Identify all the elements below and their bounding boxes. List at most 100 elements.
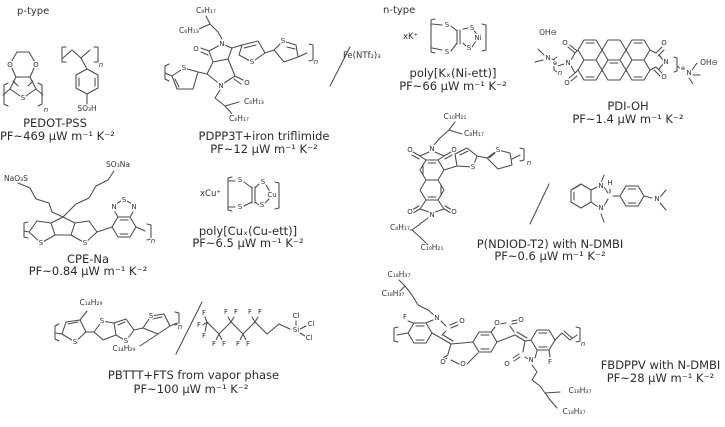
cpe-na-name: CPE-Na bbox=[66, 252, 110, 266]
pbttt-fts-name: PBTTT+FTS from vapor phase bbox=[107, 368, 280, 382]
atom-label: O bbox=[33, 61, 39, 69]
atom-label: O bbox=[459, 317, 465, 325]
atom-label: SO₃Na bbox=[106, 160, 130, 169]
atom-label: O bbox=[407, 208, 413, 216]
atom-label: O bbox=[504, 360, 510, 368]
atom-label: S bbox=[149, 312, 154, 320]
atom-label: SO₃H bbox=[77, 104, 96, 113]
atom-label: F bbox=[548, 358, 552, 366]
atom-label: C₈H₁₇ bbox=[196, 6, 216, 15]
atom-label: C₈H₁₇ bbox=[464, 129, 484, 138]
atom-label: N bbox=[686, 69, 691, 77]
cu-ett-name: poly[Cuₓ(Cu-ett)] bbox=[198, 224, 298, 238]
atom-label: OH⊖ bbox=[539, 28, 557, 37]
atom-label: F bbox=[246, 340, 250, 348]
atom-label: N bbox=[434, 314, 439, 322]
atom-label: Cl bbox=[308, 320, 315, 328]
atom-label: n bbox=[151, 237, 155, 245]
atom-label: n bbox=[527, 159, 531, 167]
atom-label: N bbox=[219, 40, 224, 48]
atom-label: N bbox=[111, 203, 116, 211]
atom-label: O bbox=[7, 61, 13, 69]
pdpp3t-pf: PF~12 μW m⁻¹ K⁻² bbox=[210, 142, 318, 156]
atom-label: S bbox=[470, 24, 475, 32]
atom-label: S bbox=[21, 94, 26, 102]
cu-ett-counterion-label: xCu⁺ bbox=[200, 189, 221, 199]
atom-label: S bbox=[496, 146, 501, 154]
atom-label: N bbox=[565, 59, 570, 67]
atom-label: O bbox=[661, 39, 667, 47]
atom-label: S bbox=[73, 338, 78, 346]
pdpp3t-name: PDPP3T+iron triflimide bbox=[198, 129, 330, 143]
atom-label: N bbox=[654, 195, 659, 203]
atom-label: n bbox=[314, 58, 318, 66]
atom-label: S bbox=[238, 203, 243, 211]
atom-label: C₁₀H₂₁ bbox=[421, 243, 444, 252]
atom-label: Cu bbox=[267, 191, 276, 199]
atom-label: F bbox=[258, 308, 262, 316]
n-type-section-label: n-type bbox=[383, 5, 416, 16]
atom-label: O bbox=[451, 208, 457, 216]
atom-label: ⊕ bbox=[681, 66, 686, 72]
atom-label: F bbox=[234, 308, 238, 316]
atom-label: S bbox=[238, 176, 243, 184]
atom-label: F bbox=[197, 321, 201, 329]
atom-label: O bbox=[451, 146, 457, 154]
atom-label: C₁₈H₃₇ bbox=[569, 386, 592, 395]
atom-label: C₁₄H₂₉ bbox=[80, 298, 103, 307]
atom-label: S bbox=[250, 58, 255, 66]
atom-label: S bbox=[471, 163, 476, 171]
p-type-section-label: p-type bbox=[17, 6, 50, 17]
atom-label: S bbox=[467, 44, 472, 52]
atom-label: Ni bbox=[474, 34, 481, 42]
atom-label: F bbox=[202, 332, 206, 340]
atom-label: F bbox=[222, 340, 226, 348]
atom-label: O bbox=[494, 319, 500, 327]
atom-label: F bbox=[403, 313, 407, 321]
atom-label: n bbox=[44, 106, 48, 114]
pbttt-fts-pf: PF~100 μW m⁻¹ K⁻² bbox=[133, 382, 249, 396]
atom-label: C₈H₁₇ bbox=[229, 114, 249, 123]
pndiod-t2-pf: PF~0.6 μW m⁻¹ K⁻² bbox=[494, 249, 606, 263]
atom-label: S bbox=[122, 196, 127, 204]
atom-label: S bbox=[39, 239, 44, 247]
atom-label: H bbox=[607, 179, 612, 187]
atom-label: S bbox=[260, 201, 265, 209]
atom-label: F bbox=[248, 308, 252, 316]
atom-label: O bbox=[407, 146, 413, 154]
atom-label: S bbox=[261, 178, 266, 186]
atom-label: F bbox=[224, 308, 228, 316]
atom-label: Cl bbox=[306, 334, 313, 342]
pedot-pss-name: PEDOT-PSS bbox=[23, 116, 87, 130]
atom-label: Si bbox=[293, 326, 299, 334]
atom-label: O bbox=[518, 316, 524, 324]
atom-label: O bbox=[244, 79, 250, 87]
atom-label: C₁₈H₃₇ bbox=[382, 289, 405, 298]
atom-label: F bbox=[236, 340, 240, 348]
atom-label: Cl bbox=[293, 312, 300, 320]
atom-label: N bbox=[528, 356, 533, 364]
atom-label: n bbox=[558, 69, 562, 77]
atom-label: S bbox=[281, 37, 286, 45]
pedot-pss-pf: PF~469 μW m⁻¹ K⁻² bbox=[0, 129, 115, 143]
atom-label: O bbox=[661, 73, 667, 81]
atom-label: C₁₈H₃₇ bbox=[388, 270, 411, 279]
pndiod-t2-name: P(NDIOD-T2) with N-DMBI bbox=[476, 237, 624, 251]
pdi-oh-name: PDI-OH bbox=[607, 99, 649, 113]
atom-label: NaO₃S bbox=[4, 174, 28, 183]
atom-label: N bbox=[218, 82, 223, 90]
atom-label: n bbox=[178, 323, 182, 331]
atom-label: N bbox=[429, 145, 434, 153]
atom-label: S bbox=[83, 239, 88, 247]
atom-label: F bbox=[202, 309, 206, 317]
atom-label: N bbox=[598, 182, 603, 190]
